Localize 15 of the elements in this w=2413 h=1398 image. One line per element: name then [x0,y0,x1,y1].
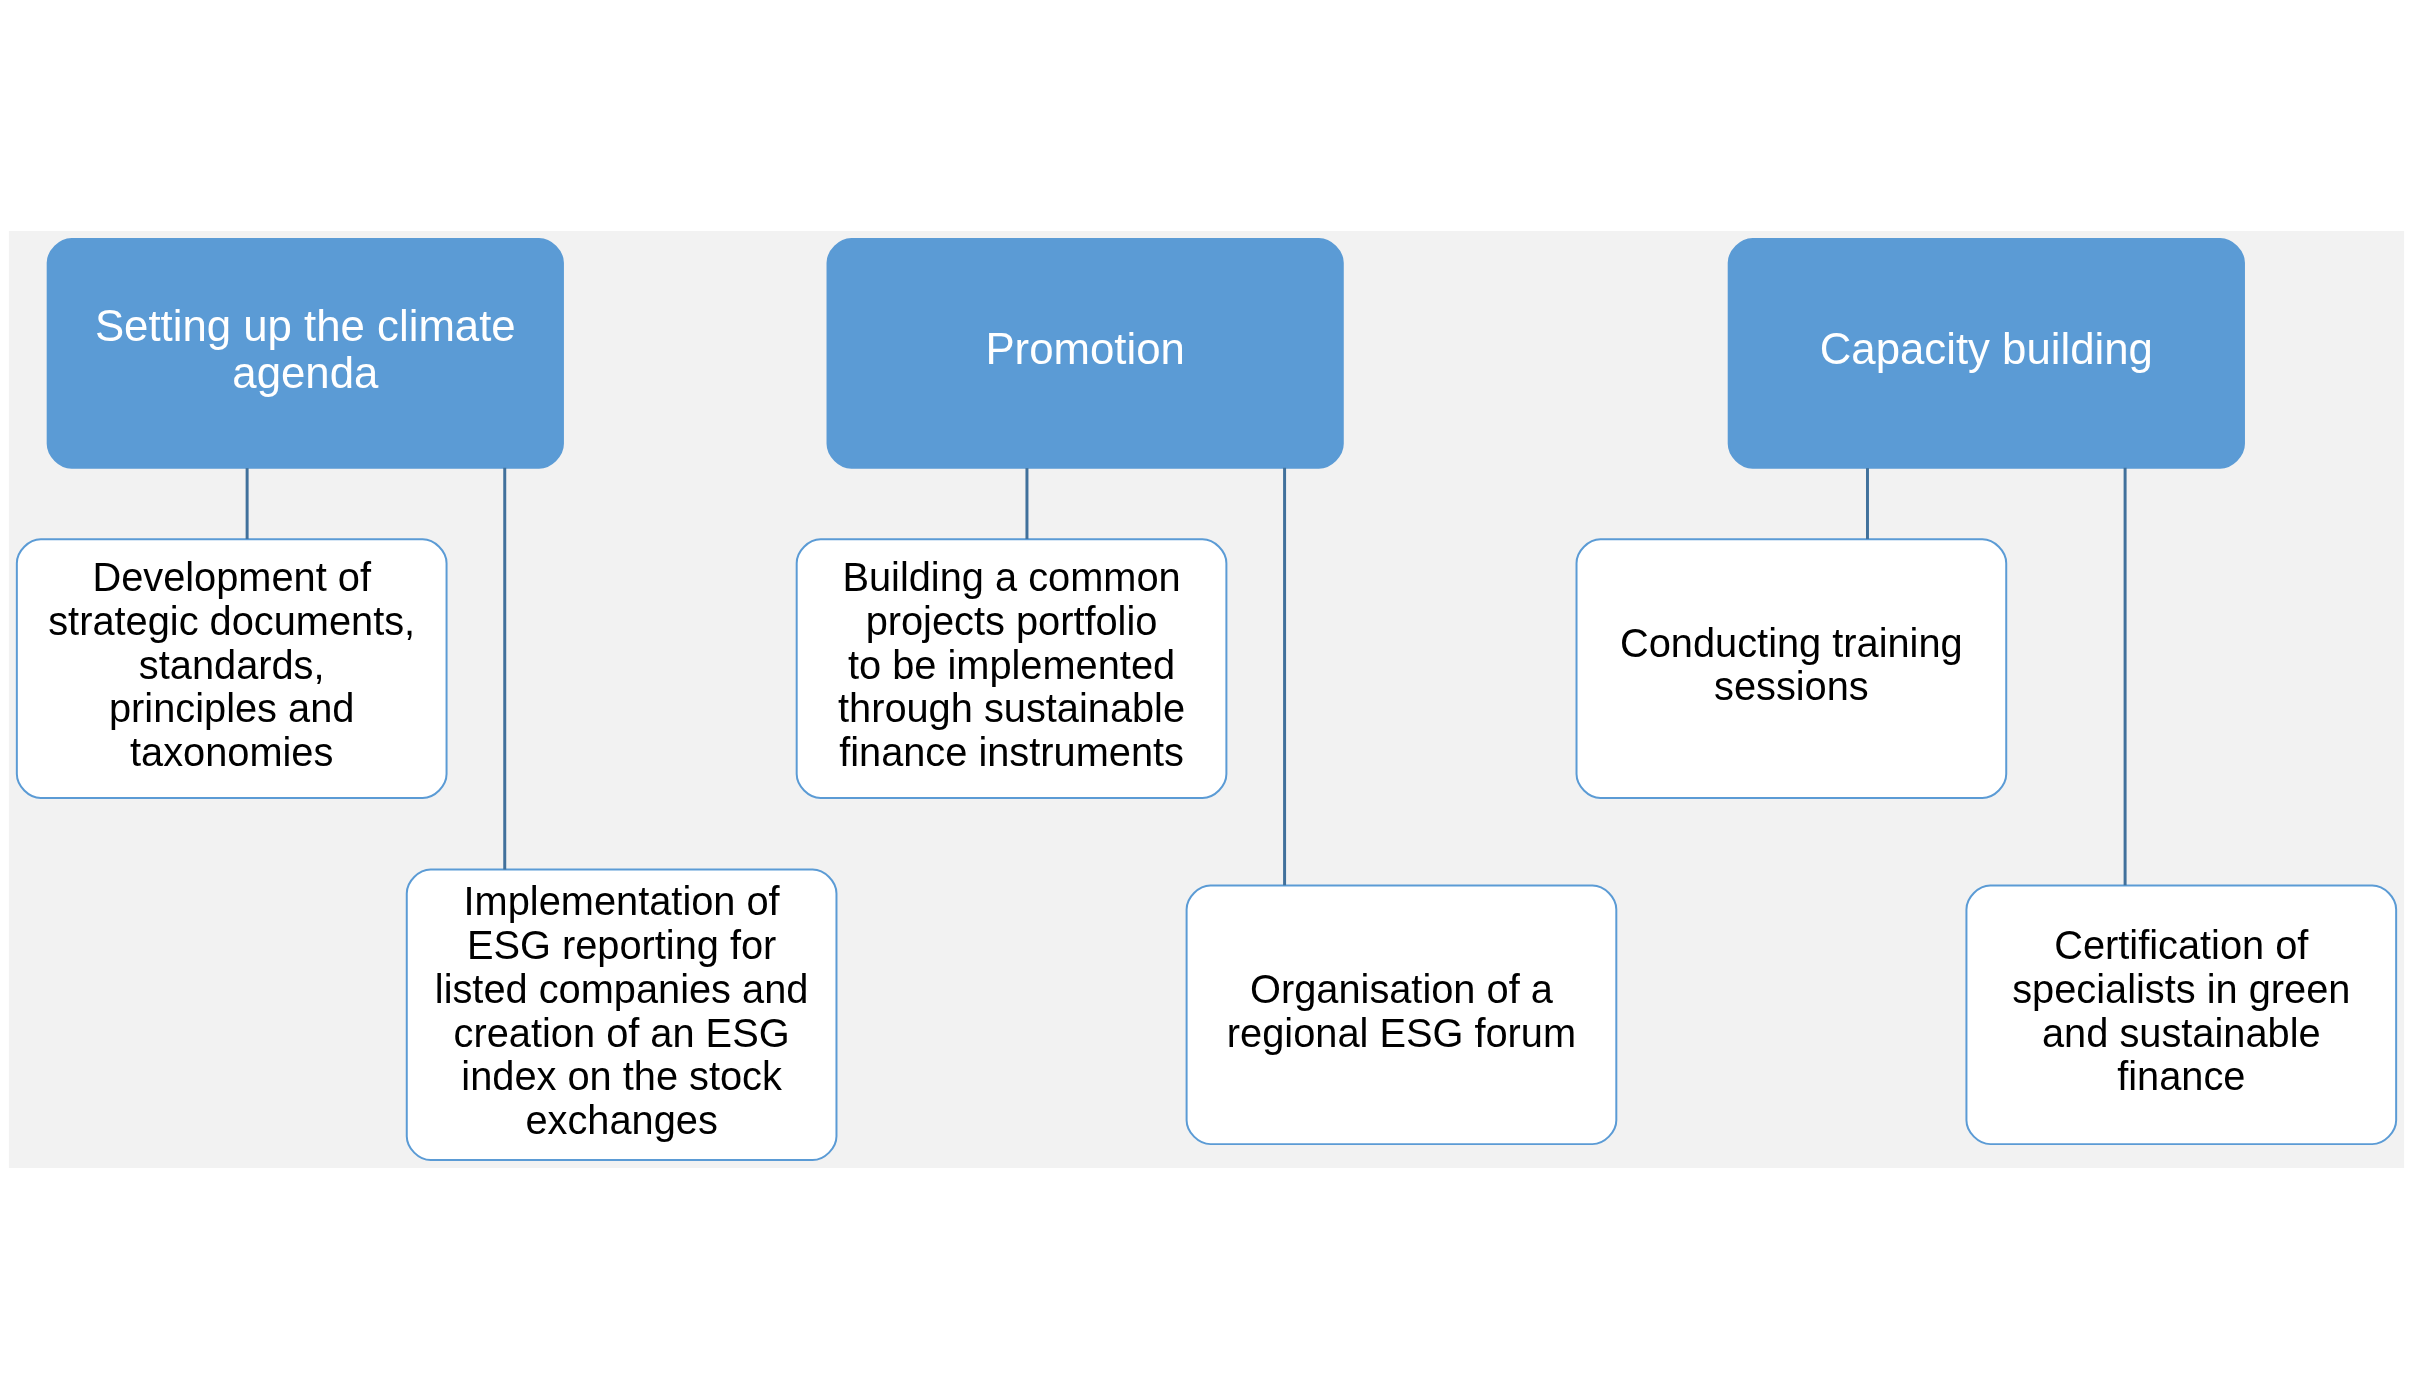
node-box: Capacity building [1727,237,2245,469]
node-box: Certification of specialists in green and sustainable finance [1965,884,2398,1145]
node-box: Conducting training sessions [1575,537,2008,799]
node-box: Organisation of a regional ESG forum [1185,884,1618,1145]
node-box: Building a common projects portfolio to be implemented through sustainable finance instruments [795,537,1228,799]
connector [503,467,507,869]
node-box: Setting up the climate agenda [46,237,564,469]
node-box: Promotion [826,237,1344,469]
connector [1866,467,1869,539]
node-box: Implementation of ESG reporting for listed companies and creation of an ESG index on the stock exchanges [405,868,838,1161]
connector [1025,467,1029,539]
connector [245,467,249,539]
connector [2123,467,2127,885]
node-box: Development of strategic documents, standards, principles and taxonomies [15,537,448,799]
connector [1283,467,1287,885]
